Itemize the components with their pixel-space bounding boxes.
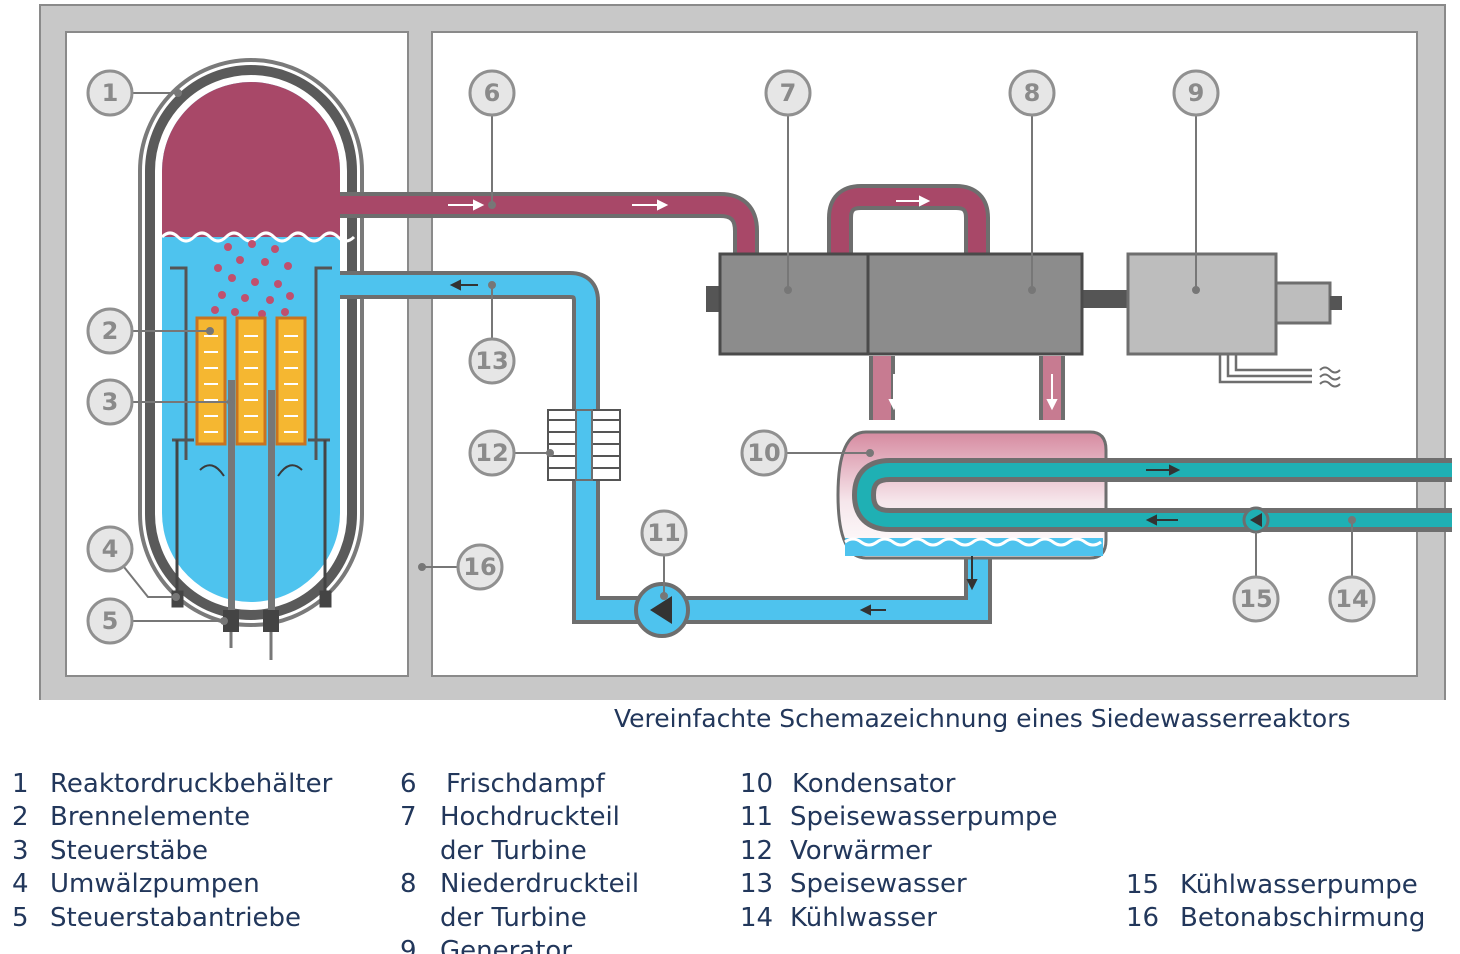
callout-9: 9 <box>1172 69 1220 117</box>
callout-8: 8 <box>1008 69 1056 117</box>
callout-4: 4 <box>86 525 134 573</box>
svg-text:16: 16 <box>463 553 496 581</box>
svg-text:12: 12 <box>475 439 508 467</box>
callout-2: 2 <box>86 307 134 355</box>
reactor-diagram: 1 2 3 4 5 6 7 8 9 10 11 12 13 14 15 16 <box>39 4 1452 700</box>
callout-12: 12 <box>468 429 516 477</box>
flow-arrows-dark <box>859 464 1181 616</box>
svg-text:4: 4 <box>102 535 119 563</box>
svg-text:6: 6 <box>484 79 501 107</box>
leader-lines <box>123 89 1356 625</box>
svg-text:7: 7 <box>780 79 797 107</box>
svg-text:14: 14 <box>1335 585 1368 613</box>
diagram-caption: Vereinfachte Schemazeichnung eines Siede… <box>614 704 1351 733</box>
callout-7: 7 <box>764 69 812 117</box>
svg-text:8: 8 <box>1024 79 1041 107</box>
svg-text:11: 11 <box>647 519 680 547</box>
live-steam-pipe <box>340 184 990 260</box>
fuel-assemblies <box>195 316 307 446</box>
legend-item: der Turbine <box>440 902 587 933</box>
preheater <box>547 409 621 481</box>
svg-text:9: 9 <box>1188 79 1205 107</box>
turbines <box>706 252 1130 356</box>
generator <box>1126 252 1342 388</box>
flow-arrows <box>448 195 1058 411</box>
callouts: 1 2 3 4 5 6 7 8 9 10 11 12 13 14 15 16 <box>86 69 1376 645</box>
cooling-water-pump <box>1242 506 1270 534</box>
steam-bubbles <box>211 240 294 318</box>
svg-text:3: 3 <box>102 388 119 416</box>
callout-13: 13 <box>468 337 516 385</box>
callout-16: 16 <box>456 543 504 591</box>
feedwater-pump <box>634 582 690 638</box>
svg-text:13: 13 <box>475 347 508 375</box>
callout-3: 3 <box>86 378 134 426</box>
callout-5: 5 <box>86 597 134 645</box>
callout-1: 1 <box>86 69 134 117</box>
callout-11: 11 <box>640 509 688 557</box>
callout-14: 14 <box>1328 575 1376 623</box>
svg-text:15: 15 <box>1239 585 1272 613</box>
callout-10: 10 <box>740 429 788 477</box>
svg-text:10: 10 <box>747 439 780 467</box>
control-rods <box>223 380 279 660</box>
vessel-internals <box>170 266 332 477</box>
svg-text:5: 5 <box>102 607 119 635</box>
legend-item: der Turbine <box>440 835 587 866</box>
svg-text:1: 1 <box>102 79 119 107</box>
callout-15: 15 <box>1232 575 1280 623</box>
callout-6: 6 <box>468 69 516 117</box>
feedwater-pipe <box>340 271 992 624</box>
cooling-water-loop <box>851 458 1452 532</box>
svg-text:2: 2 <box>102 317 119 345</box>
